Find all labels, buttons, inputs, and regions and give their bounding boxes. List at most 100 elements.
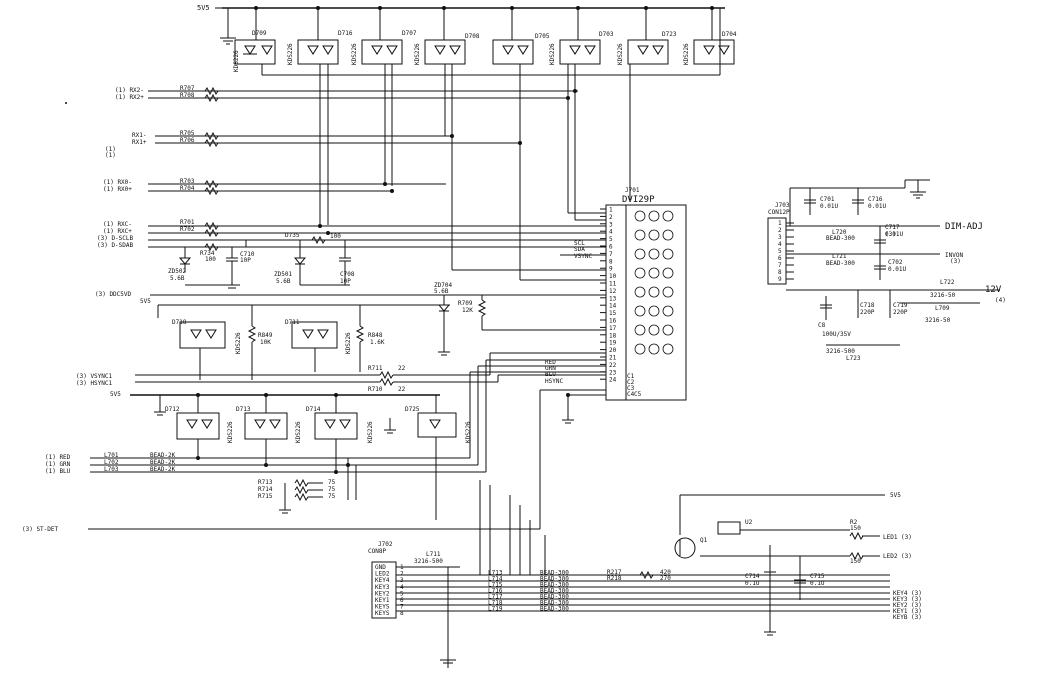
j701-pin-22: 22 [609,362,617,369]
l702-label: L702 [104,459,119,466]
j701-grn: GRN [545,365,556,372]
rxcm-label: (1) RXC- [103,221,132,228]
diode-d705-label: D705 [535,33,550,40]
j701-socket [662,248,674,260]
r710-value: 22 [398,386,406,393]
j701-connector: J701 DVI29P 1234567891011121314151617181… [545,187,687,401]
c715-value: 0.1U [810,580,825,587]
c708-value: 10P [340,278,351,285]
key-outputs: KEY4 (3)KEY3 (3)KEY2 (3)KEY1 (3)KEYB (3) [893,590,922,621]
dim-adj-label: DIM-ADJ [945,222,983,232]
j701-socket [634,324,646,336]
u2-label: U2 [745,519,753,526]
j701-pin-9: 9 [609,266,613,273]
l723-label: L723 [846,355,861,362]
j701-pin-13: 13 [609,295,617,302]
key-out-2: KEY2 (3) [893,602,922,609]
stdet-label: (3) ST-DET [22,526,59,533]
j703-pin: 6 [778,255,782,262]
red-label: (1) RED [45,454,71,461]
j701-pin-2: 2 [609,214,613,221]
j701-pin-3: 3 [609,221,613,228]
diode-d707-part: KDS226 [351,43,358,65]
r218-label: R218 [607,575,622,582]
invon-label: INVON [945,252,963,259]
c3-label: C3 [627,385,635,392]
j701-socket [648,248,660,260]
diode-d703: D703 KDS226 [549,6,614,65]
r2-value: 150 [850,525,861,532]
j701-pin-18: 18 [609,332,617,339]
c2-label: C2 [627,379,635,386]
c1-label: C1 [627,373,635,380]
r2-label: R2 [850,519,858,526]
c718-label: C718 [860,302,875,309]
rxcp-label: (1) RXC+ [103,228,132,235]
j701-socket [634,305,646,317]
d712-label: D712 [165,406,180,413]
j701-pin-5: 5 [609,236,613,243]
q1-label: Q1 [700,537,708,544]
c5-label: C5 [634,391,642,398]
key-out-3: KEY1 (3) [893,608,922,615]
bead-L716: L716 [488,588,503,595]
c710-label: C710 [240,251,255,258]
r217-label: R217 [607,569,622,576]
j701-socket [648,210,660,222]
j702-pin-7: KEYS [375,610,390,617]
diode-d723: D723 KDS226 [617,6,677,65]
d725-label: D725 [405,406,420,413]
j701-blu: BLU [545,371,556,378]
diode-d707-label: D707 [402,30,417,37]
12v-label: 12V [985,285,1002,295]
c715-label: C715 [810,573,825,580]
dim-adj-note: (3) [885,231,896,238]
j701-socket [648,267,660,279]
grn-label: (1) GRN [45,461,71,468]
diode-d708: D708 KDS226 [414,6,480,65]
c702-value: 0.01U [888,266,906,273]
bead-L719: L719 [488,606,503,613]
j701-socket [662,305,674,317]
r715-label: R715 [258,493,273,500]
ddc-block: R734 100 ZD502 5.6B C710 10P D735 100 ZD… [148,232,606,289]
bead-L718: L718 [488,600,503,607]
j701-pin-16: 16 [609,318,617,325]
j701-socket [648,229,660,241]
c701-value: 0.01U [820,203,838,210]
rx1p-label: RX1+ [132,139,147,146]
led1-out: LED1 (3) [883,534,912,541]
j701-socket [648,324,660,336]
j702-pin-3: KEY3 [375,584,390,591]
rx2m-label: (1) RX2- [115,87,144,94]
r709-label: R709 [458,300,473,307]
bottom-diode-array: D712 KDS226 D713 KDS226 D714 KDS226 D725… [165,393,472,443]
l720-value: BEAD-300 [826,235,855,242]
j701-socket [634,248,646,260]
bead-blu-label: BEAD-2K [150,466,176,473]
j701-socket [648,343,660,355]
mid-diode-block: D718 KDS226 R849 10K D711 KDS226 R848 1.… [157,305,385,380]
j702-pin-num: 2 [400,571,404,578]
j701-red: RED [545,359,556,366]
r849-value: 10K [260,339,271,346]
j702-pin-num: 6 [400,597,404,604]
c8-value: 100U/35V [822,331,851,338]
diode-d704: D704 KDS226 [683,6,737,65]
r848-label: R848 [368,332,383,339]
rx1m-label: RX1- [132,132,146,139]
zd501-value: 5.6B [276,278,291,285]
bead-value-L719: BEAD-300 [540,606,569,613]
c702-label: C702 [888,259,903,266]
l709-label: L709 [935,305,950,312]
rx1m-ref: (1) [105,146,116,153]
l721-value: BEAD-300 [826,260,855,267]
bead-value-L717: BEAD-300 [540,594,569,601]
j701-socket [662,343,674,355]
j701-pin-17: 17 [609,325,617,332]
c701-label: C701 [820,196,835,203]
r217-value: 420 [660,569,671,576]
rx1p-ref: (1) [105,152,116,159]
